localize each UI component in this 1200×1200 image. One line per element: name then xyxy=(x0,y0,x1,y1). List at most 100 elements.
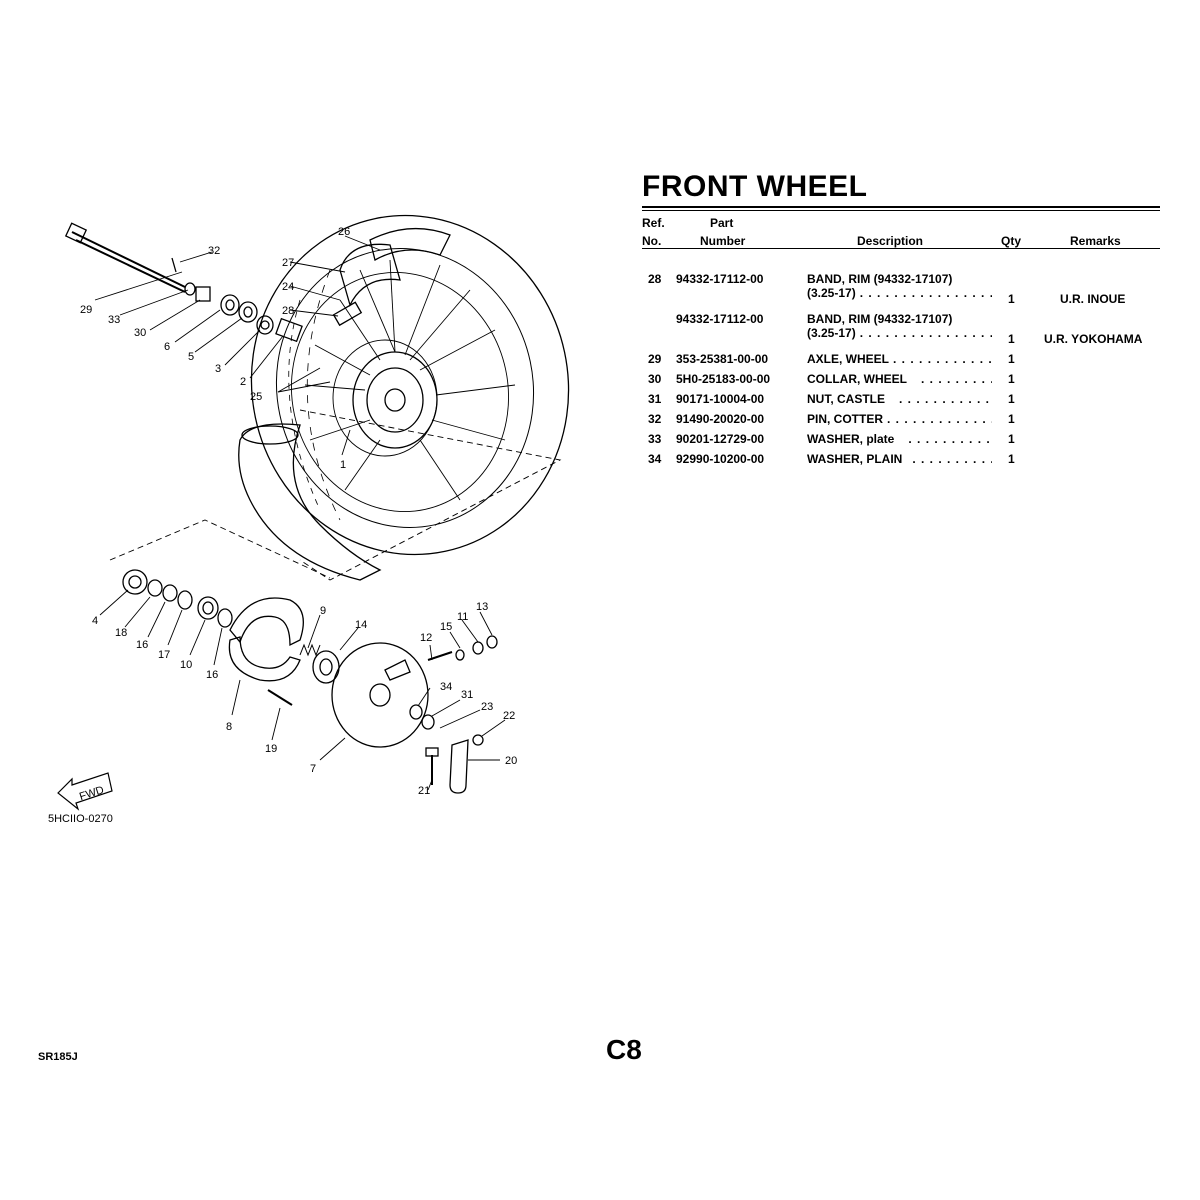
table-row: 94332-17112-00 BAND, RIM (94332-17107) (… xyxy=(642,312,1160,352)
fwd-arrow-icon xyxy=(57,772,113,811)
ref-no: 33 xyxy=(648,432,662,446)
part-number: 353-25381-00-00 xyxy=(676,352,769,366)
collar xyxy=(195,286,211,302)
header-ref-2: No. xyxy=(642,234,662,248)
header-part-2: Number xyxy=(700,234,746,248)
callout: 25 xyxy=(250,391,262,403)
qty: 1 xyxy=(1008,332,1015,346)
callout: 23 xyxy=(481,701,493,713)
axle xyxy=(71,231,186,288)
title-rule-thin xyxy=(642,210,1160,211)
callout: 29 xyxy=(80,304,92,316)
part-number: 92990-10200-00 xyxy=(676,452,765,466)
description: WASHER, PLAIN xyxy=(807,452,992,466)
remarks: U.R. INOUE xyxy=(1060,292,1126,306)
callout: 5 xyxy=(188,351,194,363)
header-qty: Qty xyxy=(1001,234,1022,248)
description: BAND, RIM (94332-17107) (3.25-17) xyxy=(807,312,992,340)
callout: 30 xyxy=(134,327,146,339)
qty: 1 xyxy=(1008,412,1015,426)
header-description: Description xyxy=(857,234,924,248)
qty: 1 xyxy=(1008,372,1015,386)
callout: 16 xyxy=(136,639,148,651)
page-number: C8 xyxy=(606,1034,642,1065)
wheel-hub xyxy=(352,351,438,449)
description-line: BAND, RIM (94332-17107) xyxy=(807,312,953,326)
callout: 32 xyxy=(208,245,220,257)
parts-list: 28 94332-17112-00 BAND, RIM (94332-17107… xyxy=(642,272,1160,472)
rim-band xyxy=(339,243,401,307)
part-number: 90171-10004-00 xyxy=(676,392,765,406)
callout: 17 xyxy=(158,649,170,661)
part-number: 94332-17112-00 xyxy=(676,272,764,286)
callout: 28 xyxy=(282,305,294,317)
description: NUT, CASTLE xyxy=(807,392,992,406)
callout: 18 xyxy=(115,627,127,639)
table-row: 28 94332-17112-00 BAND, RIM (94332-17107… xyxy=(642,272,1160,312)
ref-no: 28 xyxy=(648,272,662,286)
description-line: COLLAR, WHEEL xyxy=(807,372,907,386)
callout: 3 xyxy=(215,363,221,375)
brake-arm xyxy=(449,739,469,794)
qty: 1 xyxy=(1008,452,1015,466)
description: COLLAR, WHEEL xyxy=(807,372,992,386)
drawing-code: 5HCIIO-0270 xyxy=(48,813,113,825)
qty: 1 xyxy=(1008,292,1015,306)
callout: 9 xyxy=(320,605,326,617)
description-line: BAND, RIM (94332-17107) xyxy=(807,272,953,286)
callout: 20 xyxy=(505,755,517,767)
part-number: 91490-20020-00 xyxy=(676,412,765,426)
tube xyxy=(369,227,451,261)
brake-plate xyxy=(331,642,429,748)
callout: 16 xyxy=(206,669,218,681)
part-number: 90201-12729-00 xyxy=(676,432,765,446)
callout: 1 xyxy=(340,459,346,471)
callout: 22 xyxy=(503,710,515,722)
callout: 21 xyxy=(418,785,430,797)
description: BAND, RIM (94332-17107) (3.25-17) xyxy=(807,272,992,300)
callout: 2 xyxy=(240,376,246,388)
header-ref-1: Ref. xyxy=(642,216,665,230)
description-line: AXLE, WHEEL xyxy=(807,352,890,366)
description-line: PIN, COTTER xyxy=(807,412,884,426)
description-line: (3.25-17) xyxy=(807,326,856,340)
callout: 34 xyxy=(440,681,452,693)
table-row: 32 91490-20020-00 PIN, COTTER 1 xyxy=(642,412,1160,432)
callout: 12 xyxy=(420,632,432,644)
description-line: NUT, CASTLE xyxy=(807,392,885,406)
ref-no: 31 xyxy=(648,392,662,406)
description: WASHER, plate xyxy=(807,432,992,446)
tire-outline xyxy=(250,214,570,556)
table-row: 31 90171-10004-00 NUT, CASTLE 1 xyxy=(642,392,1160,412)
callout: 13 xyxy=(476,601,488,613)
callout: 8 xyxy=(226,721,232,733)
title-rule xyxy=(642,206,1160,208)
callout: 11 xyxy=(457,611,468,623)
callout: 27 xyxy=(282,257,294,269)
callout: 6 xyxy=(164,341,170,353)
callout: 7 xyxy=(310,763,316,775)
table-row: 33 90201-12729-00 WASHER, plate 1 xyxy=(642,432,1160,452)
callout: 33 xyxy=(108,314,120,326)
header-rule xyxy=(642,248,1160,249)
exploded-parts-diagram: 1 2 3 4 5 6 7 8 9 10 11 12 13 14 15 16 1… xyxy=(48,214,570,825)
brake-shoe xyxy=(229,597,304,647)
callout: 19 xyxy=(265,743,277,755)
tire-section xyxy=(238,423,382,581)
ref-no: 32 xyxy=(648,412,662,426)
description: AXLE, WHEEL xyxy=(807,352,992,366)
table-row: 30 5H0-25183-00-00 COLLAR, WHEEL 1 xyxy=(642,372,1160,392)
description-line: WASHER, PLAIN xyxy=(807,452,903,466)
model-code: SR185J xyxy=(38,1051,78,1063)
callout: 15 xyxy=(440,621,452,633)
callout: 26 xyxy=(338,226,350,238)
table-row: 34 92990-10200-00 WASHER, PLAIN 1 xyxy=(642,452,1160,472)
page-title: FRONT WHEEL xyxy=(642,170,868,203)
qty: 1 xyxy=(1008,392,1015,406)
ref-no: 30 xyxy=(648,372,662,386)
callout: 10 xyxy=(180,659,192,671)
ref-no: 29 xyxy=(648,352,662,366)
header-remarks: Remarks xyxy=(1070,234,1121,248)
header-part-1: Part xyxy=(710,216,734,230)
callout: 4 xyxy=(92,615,98,627)
